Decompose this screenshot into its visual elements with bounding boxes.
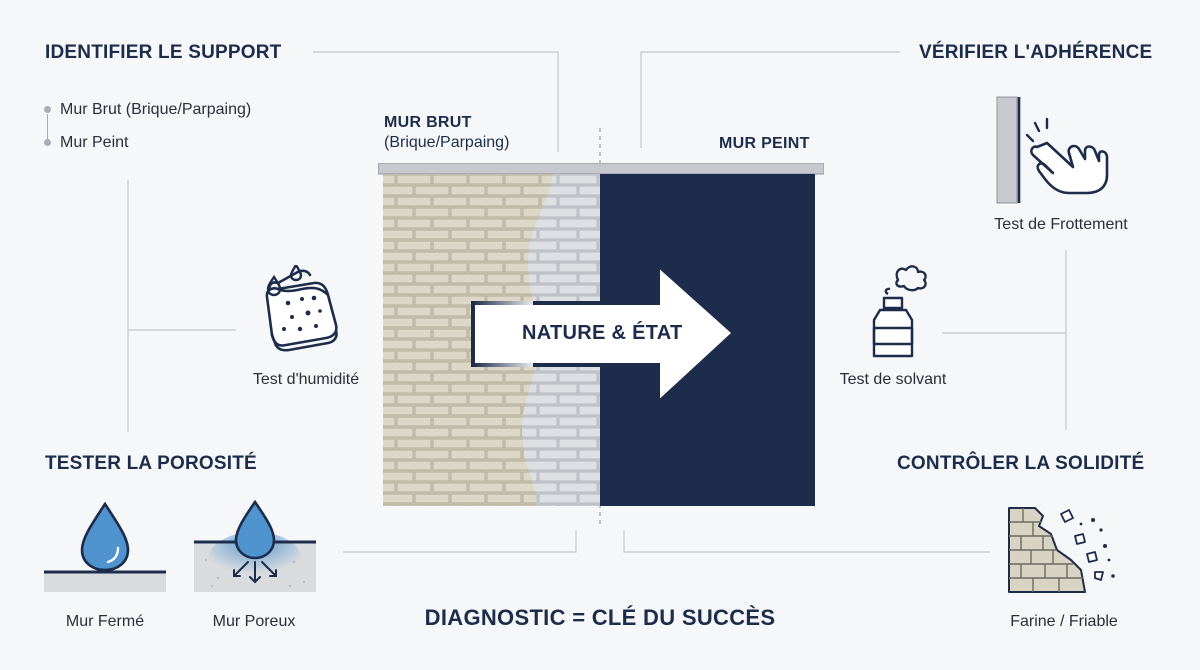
brick-wall (383, 174, 553, 506)
heading-porosity: TESTER LA POROSITÉ (45, 453, 257, 474)
connector-identify (313, 51, 559, 152)
solvent-bottle-icon (872, 265, 927, 358)
test-solvent-label: Test de solvant (839, 371, 947, 388)
connector-solidity (623, 530, 990, 553)
heading-solidity: CONTRÔLER LA SOLIDITÉ (897, 453, 1145, 474)
connector-adhesion (640, 51, 900, 148)
bullet-line (47, 114, 48, 144)
list-item: Mur Brut (Brique/Parpaing) (44, 98, 252, 144)
porous-wall-illustration (194, 500, 316, 592)
water-drop-icon (234, 500, 276, 560)
test-rubbing-label: Test de Frottement (994, 216, 1128, 233)
footer-tagline: DIAGNOSTIC = CLÉ DU SUCCÈS (424, 605, 776, 630)
absorb-arrows-icon (233, 561, 277, 584)
raw-wall-subtitle: (Brique/Parpaing) (384, 134, 510, 151)
heading-identify: IDENTIFIER LE SUPPORT (45, 42, 282, 63)
sponge-icon (265, 265, 338, 352)
closed-wall-label: Mur Fermé (65, 613, 145, 630)
support-type-raw: Mur Brut (Brique/Parpaing) (60, 101, 252, 118)
crumbling-wall-icon (1008, 507, 1115, 593)
closed-wall-illustration (44, 501, 166, 592)
arrow-icon (471, 260, 737, 408)
test-humidity-label: Test d'humidité (252, 371, 360, 388)
heading-adhesion: VÉRIFIER L'ADHÉRENCE (919, 42, 1153, 63)
wall-coping (378, 163, 824, 175)
support-type-painted: Mur Peint (60, 134, 129, 151)
support-types-list: Mur Brut (Brique/Parpaing) Mur Peint (44, 98, 251, 164)
list-item: Mur Peint (44, 131, 251, 164)
painted-wall-name: MUR PEINT (719, 135, 810, 152)
hand-icon (996, 96, 1109, 204)
raw-wall-title: MUR BRUT (Brique/Parpaing) (384, 113, 509, 153)
wall-illustration (378, 163, 824, 506)
connector-porosity (343, 530, 577, 553)
porous-wall-label: Mur Poreux (212, 613, 296, 630)
friable-label: Farine / Friable (1010, 613, 1118, 630)
arrow-label: NATURE & ÉTAT (522, 322, 683, 344)
painted-wall-title: MUR PEINT (719, 134, 810, 154)
raw-wall-name: MUR BRUT (384, 114, 472, 131)
bullet-dot (44, 106, 51, 113)
water-drop-icon (266, 265, 303, 297)
bullet-dot (44, 139, 51, 146)
water-drop-icon (80, 501, 130, 572)
